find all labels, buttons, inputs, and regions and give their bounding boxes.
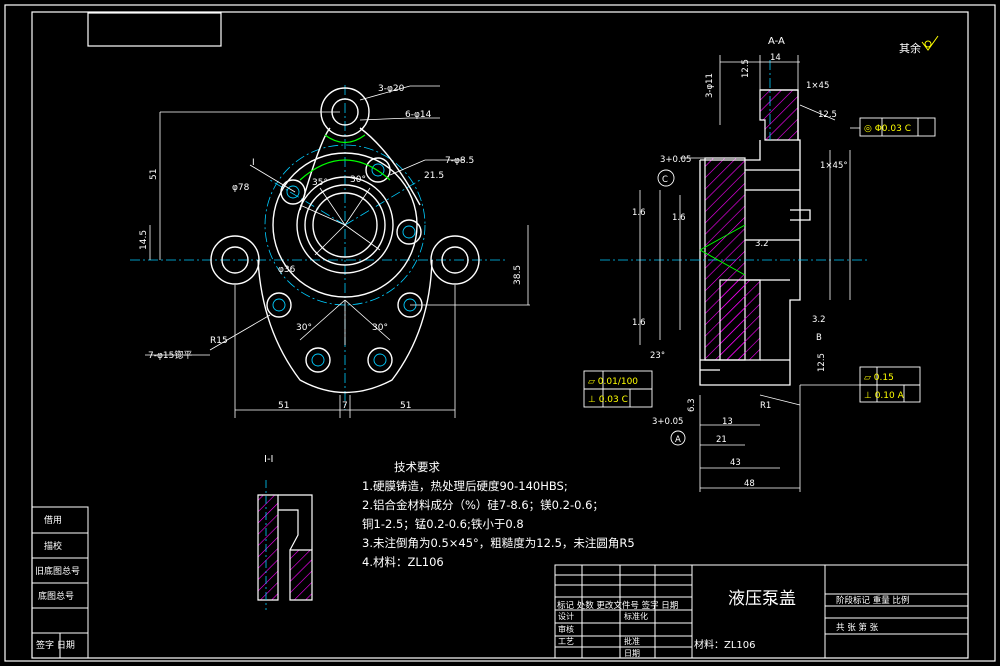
- note-line: 3.未注倒角为0.5×45°，粗糙度为12.5，未注圆角R5: [362, 536, 635, 550]
- dim-label: 3-φ11: [705, 73, 715, 98]
- dim-label: 7-φ15锪平: [148, 349, 192, 361]
- left-strip-label: 底图总号: [38, 590, 74, 602]
- dim-label: 7-φ8.5: [445, 156, 474, 166]
- dim-label: R1: [760, 401, 771, 411]
- dim-label: 21: [716, 435, 727, 445]
- gdt-frame: ▱ 0.01/100: [588, 377, 638, 387]
- dim-label: 7: [342, 401, 348, 411]
- dim-label: 1.6: [672, 213, 686, 223]
- note-line: 铜1-2.5；锰0.2-0.6;铁小于0.8: [362, 517, 524, 531]
- dim-label: 51: [400, 401, 411, 411]
- datum-label: C: [662, 175, 668, 185]
- gdt-frame: ⊥ 0.03 C: [588, 395, 628, 405]
- dim-label: 12.5: [818, 110, 837, 120]
- dim-label: 14: [770, 53, 781, 63]
- dim-label: 51: [149, 169, 159, 180]
- dim-label: 6-φ14: [405, 110, 432, 120]
- technical-notes: 技术要求 1.硬膜铸造，热处理后硬度90-140HBS; 2.铝合金材料成分（%…: [362, 458, 635, 572]
- left-strip-label: 描校: [44, 540, 62, 552]
- dim-label: 35°: [312, 178, 328, 188]
- roughness-note: 其余: [899, 35, 939, 55]
- dim-label: 30°: [372, 323, 388, 333]
- note-line: 2.铝合金材料成分（%）硅7-8.6；镁0.2-0.6；: [362, 498, 604, 512]
- dim-label: 23°: [650, 351, 665, 361]
- note-line: 4.材料：ZL106: [362, 555, 444, 569]
- header-row: 标记 处数 更改文件号 签字 日期: [557, 600, 678, 611]
- svg-text:其余: 其余: [899, 41, 921, 55]
- dim-label: R15: [210, 336, 228, 346]
- dim-label: 30°: [350, 175, 366, 185]
- dim-label: 3-φ20: [378, 84, 405, 94]
- corner-box: [87, 12, 222, 47]
- dim-label: 48: [744, 479, 755, 489]
- section-view: A-A: [583, 36, 936, 492]
- dim-label: 21.5: [424, 171, 444, 181]
- dim-label: 13: [722, 417, 733, 427]
- dim-label: 3.2: [755, 239, 769, 249]
- dim-label: 30°: [296, 323, 312, 333]
- dim-label: 6.3: [687, 398, 697, 412]
- outer-border: [4, 4, 996, 662]
- dim-label: 1×45°: [820, 161, 848, 171]
- dim-label: 51: [278, 401, 289, 411]
- dim-label: 12.5: [741, 59, 751, 78]
- dim-label: φ78: [232, 183, 250, 193]
- detail-view: I-I: [257, 454, 313, 610]
- dim-label: 1.6: [632, 318, 646, 328]
- stage-row: 阶段标记 重量 比例: [836, 595, 909, 606]
- dim-label: 3+0.05: [660, 155, 691, 165]
- notes-title: 技术要求: [394, 460, 440, 474]
- left-strip: [31, 506, 89, 659]
- row-label: 日期: [624, 649, 640, 658]
- left-strip-label: 签字 日期: [36, 639, 75, 651]
- dim-label: 38.5: [513, 265, 523, 285]
- section-label: A-A: [768, 36, 785, 47]
- view-ref: I: [252, 158, 255, 168]
- left-strip-label: 借用: [44, 514, 62, 526]
- dim-label: 43: [730, 458, 741, 468]
- datum-label: B: [816, 333, 822, 343]
- sheet-row: 共 张 第 张: [836, 622, 879, 633]
- dim-label: 1.6: [632, 208, 646, 218]
- row-label: 设计: [558, 611, 574, 621]
- row-label: 工艺: [558, 637, 574, 646]
- title-block: [554, 564, 969, 659]
- row-label: 批准: [624, 636, 640, 646]
- dim-label: φ36: [278, 265, 296, 275]
- row-label: 标准化: [624, 611, 648, 621]
- dim-label: 3+0.05: [652, 417, 683, 427]
- material-label: 材料：ZL106: [694, 638, 756, 651]
- dim-label: 3.2: [812, 315, 826, 325]
- inner-border: [31, 11, 969, 659]
- dim-label: 12.5: [817, 353, 827, 372]
- datum-label: A: [675, 435, 681, 445]
- dim-label: 14.5: [139, 230, 149, 250]
- dim-label: 1×45: [806, 81, 829, 91]
- gdt-frame: ▱ 0.15: [864, 373, 894, 383]
- left-strip-label: 旧底图总号: [35, 565, 80, 577]
- gdt-frame: ◎ Φ0.03 C: [864, 124, 911, 134]
- detail-label: I-I: [264, 454, 274, 465]
- row-label: 审核: [558, 624, 574, 634]
- gdt-frame: ⊥ 0.10 A: [864, 391, 905, 401]
- note-line: 1.硬膜铸造，热处理后硬度90-140HBS;: [362, 479, 568, 493]
- front-view: 3-φ20 6-φ14 7-φ8.5 φ78 30° 35° φ36 51 14…: [130, 84, 530, 418]
- part-name: 液压泵盖: [728, 589, 796, 609]
